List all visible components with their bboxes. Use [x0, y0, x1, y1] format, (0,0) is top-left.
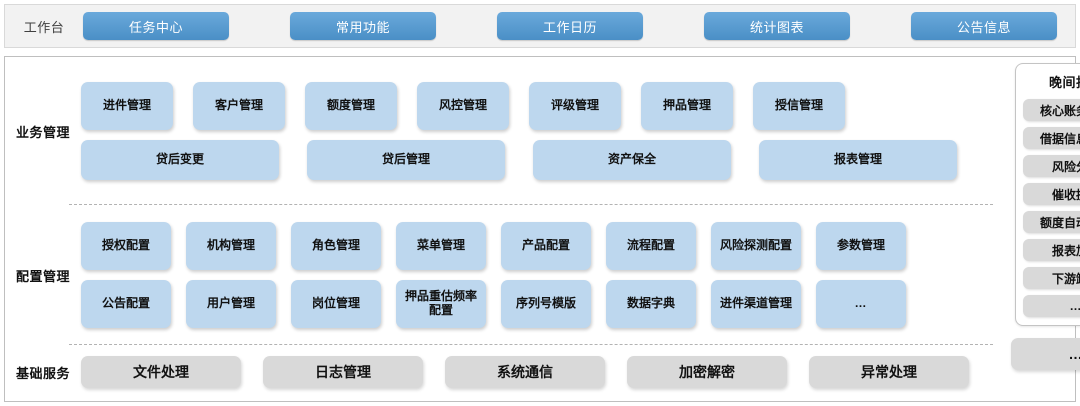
- workbench-label: 工作台: [23, 19, 65, 35]
- batch-item-report-processing[interactable]: 报表加工: [1023, 239, 1080, 261]
- card-announcement-config[interactable]: 公告配置: [81, 280, 171, 328]
- batch-item-iou-info-sync[interactable]: 借据信息同步: [1023, 127, 1080, 149]
- batch-item-risk-classification[interactable]: 风险分类: [1023, 155, 1080, 177]
- card-credit-management[interactable]: 授信管理: [753, 82, 845, 130]
- divider-config-base: [69, 344, 993, 345]
- top-tab-list: 任务中心 常用功能 工作日历 统计图表 公告信息: [83, 12, 1075, 40]
- card-rating-management[interactable]: 评级管理: [529, 82, 621, 130]
- card-position-management[interactable]: 岗位管理: [291, 280, 381, 328]
- card-user-management[interactable]: 用户管理: [186, 280, 276, 328]
- service-system-communication[interactable]: 系统通信: [445, 356, 605, 388]
- batch-item-collection-reminder[interactable]: 催收提醒: [1023, 183, 1080, 205]
- card-application-channel-management[interactable]: 进件渠道管理: [711, 280, 801, 328]
- band-business-management: 业务管理 进件管理 客户管理 额度管理 风控管理 评级管理 押品管理 授信管理 …: [5, 57, 1001, 205]
- right-panel-more-button[interactable]: …: [1011, 338, 1080, 370]
- card-menu-management[interactable]: 菜单管理: [396, 222, 486, 270]
- card-risk-control-management[interactable]: 风控管理: [417, 82, 509, 130]
- band-body-basic-services: 文件处理 日志管理 系统通信 加密解密 异常处理: [81, 356, 1001, 388]
- card-collateral-revaluation-frequency-config[interactable]: 押品重估频率配置: [396, 280, 486, 328]
- card-post-loan-management[interactable]: 贷后管理: [307, 140, 505, 180]
- divider-business-config: [69, 204, 993, 205]
- tab-announcements[interactable]: 公告信息: [911, 12, 1057, 40]
- card-parameter-management[interactable]: 参数管理: [816, 222, 906, 270]
- batch-item-limit-auto-expiry[interactable]: 额度自动失效: [1023, 211, 1080, 233]
- module-map-frame: 业务管理 进件管理 客户管理 额度管理 风控管理 评级管理 押品管理 授信管理 …: [4, 56, 1080, 402]
- tab-work-calendar[interactable]: 工作日历: [497, 12, 643, 40]
- module-columns: 业务管理 进件管理 客户管理 额度管理 风控管理 评级管理 押品管理 授信管理 …: [5, 57, 1001, 401]
- card-asset-preservation[interactable]: 资产保全: [533, 140, 731, 180]
- batch-item-core-account-reconciliation[interactable]: 核心账务对账: [1023, 99, 1080, 121]
- tab-common-functions[interactable]: 常用功能: [290, 12, 436, 40]
- card-process-config[interactable]: 流程配置: [606, 222, 696, 270]
- card-role-management[interactable]: 角色管理: [291, 222, 381, 270]
- business-row-2: 贷后变更 贷后管理 资产保全 报表管理: [81, 140, 991, 180]
- batch-item-downstream-unload[interactable]: 下游卸数: [1023, 267, 1080, 289]
- service-exception-handling[interactable]: 异常处理: [809, 356, 969, 388]
- card-configuration-more[interactable]: …: [816, 280, 906, 328]
- card-collateral-management[interactable]: 押品管理: [641, 82, 733, 130]
- band-body-business: 进件管理 客户管理 额度管理 风控管理 评级管理 押品管理 授信管理 贷后变更 …: [81, 82, 1001, 180]
- card-post-loan-change[interactable]: 贷后变更: [81, 140, 279, 180]
- basic-services-row: 文件处理 日志管理 系统通信 加密解密 异常处理: [81, 356, 991, 388]
- night-batch-title: 晚间批量: [1048, 75, 1080, 90]
- night-batch-panel: 晚间批量 核心账务对账 借据信息同步 风险分类 催收提醒 额度自动失效 报表加工…: [1015, 63, 1080, 326]
- card-serial-number-template[interactable]: 序列号模版: [501, 280, 591, 328]
- card-organization-management[interactable]: 机构管理: [186, 222, 276, 270]
- band-configuration-management: 配置管理 授权配置 机构管理 角色管理 菜单管理 产品配置 流程配置 风险探测配…: [5, 205, 1001, 345]
- tab-task-center[interactable]: 任务中心: [83, 12, 229, 40]
- card-product-config[interactable]: 产品配置: [501, 222, 591, 270]
- top-navigation-bar: 工作台 任务中心 常用功能 工作日历 统计图表 公告信息: [4, 4, 1076, 48]
- configuration-row-2: 公告配置 用户管理 岗位管理 押品重估频率配置 序列号模版 数据字典 进件渠道管…: [81, 280, 991, 328]
- card-application-management[interactable]: 进件管理: [81, 82, 173, 130]
- card-limit-management[interactable]: 额度管理: [305, 82, 397, 130]
- service-log-management[interactable]: 日志管理: [263, 356, 423, 388]
- card-risk-detection-config[interactable]: 风险探测配置: [711, 222, 801, 270]
- card-report-management[interactable]: 报表管理: [759, 140, 957, 180]
- card-customer-management[interactable]: 客户管理: [193, 82, 285, 130]
- configuration-row-1: 授权配置 机构管理 角色管理 菜单管理 产品配置 流程配置 风险探测配置 参数管…: [81, 222, 991, 270]
- service-encryption-decryption[interactable]: 加密解密: [627, 356, 787, 388]
- business-row-1: 进件管理 客户管理 额度管理 风控管理 评级管理 押品管理 授信管理: [81, 82, 991, 130]
- band-label-basic-services: 基础服务: [15, 365, 70, 381]
- night-batch-column: 晚间批量 核心账务对账 借据信息同步 风险分类 催收提醒 额度自动失效 报表加工…: [1001, 57, 1080, 401]
- band-body-configuration: 授权配置 机构管理 角色管理 菜单管理 产品配置 流程配置 风险探测配置 参数管…: [81, 222, 1001, 328]
- service-file-processing[interactable]: 文件处理: [81, 356, 241, 388]
- tab-statistics-chart[interactable]: 统计图表: [704, 12, 850, 40]
- card-data-dictionary[interactable]: 数据字典: [606, 280, 696, 328]
- band-basic-services: 基础服务 文件处理 日志管理 系统通信 加密解密 异常处理: [5, 345, 1001, 399]
- band-label-business: 业务管理: [15, 124, 70, 140]
- batch-item-more[interactable]: …: [1023, 295, 1080, 317]
- card-authorization-config[interactable]: 授权配置: [81, 222, 171, 270]
- band-label-configuration: 配置管理: [15, 268, 70, 284]
